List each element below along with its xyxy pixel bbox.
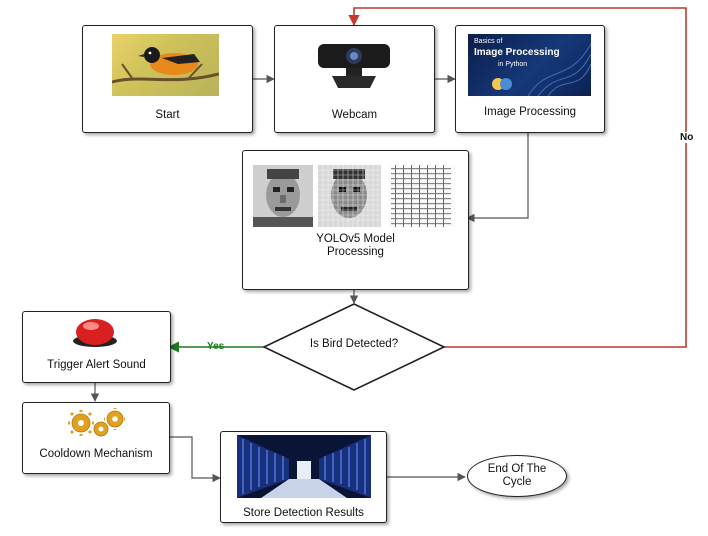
webcam-node: Webcam xyxy=(274,25,435,133)
trigger-alert-label: Trigger Alert Sound xyxy=(47,359,146,371)
yolo-node: YOLOv5 Model Processing xyxy=(242,150,469,290)
thumb-line1: Basics of xyxy=(474,38,503,45)
pixel-matrix-image xyxy=(389,165,455,227)
pixel-face-image xyxy=(253,165,313,227)
image-processing-node: Basics of Image Processing in Python Ima… xyxy=(455,25,605,133)
pixel-grid-face-image xyxy=(318,165,381,227)
edge-decision-webcam-no xyxy=(348,7,687,348)
decision-label: Is Bird Detected? xyxy=(309,338,399,350)
gears-icon xyxy=(67,407,125,441)
yolo-label: YOLOv5 Model Processing xyxy=(316,233,395,258)
end-node: End Of The Cycle xyxy=(467,455,567,497)
thumb-line2: Image Processing xyxy=(474,47,560,58)
bird-image xyxy=(112,34,219,96)
edge-imageproc-yolo xyxy=(466,132,529,223)
thumb-line3: in Python xyxy=(498,61,528,68)
webcam-icon xyxy=(312,36,396,96)
edge-cooldown-store xyxy=(168,436,221,483)
image-processing-label: Image Processing xyxy=(483,106,577,118)
end-label: End Of The Cycle xyxy=(487,463,547,488)
trigger-alert-node: Trigger Alert Sound xyxy=(22,311,171,383)
store-results-label: Store Detection Results xyxy=(243,507,364,519)
start-label: Start xyxy=(155,109,180,121)
alert-button-icon xyxy=(70,315,120,349)
yes-edge-label: Yes xyxy=(207,341,225,352)
store-results-node: Store Detection Results xyxy=(220,431,387,523)
webcam-label: Webcam xyxy=(331,109,378,121)
image-processing-thumbnail: Basics of Image Processing in Python xyxy=(468,34,591,96)
cooldown-label: Cooldown Mechanism xyxy=(39,448,153,460)
datacenter-image xyxy=(237,435,371,498)
start-node: Start xyxy=(82,25,253,133)
cooldown-node: Cooldown Mechanism xyxy=(22,402,170,474)
decision-diamond xyxy=(262,303,446,391)
no-edge-label: No xyxy=(678,132,696,143)
